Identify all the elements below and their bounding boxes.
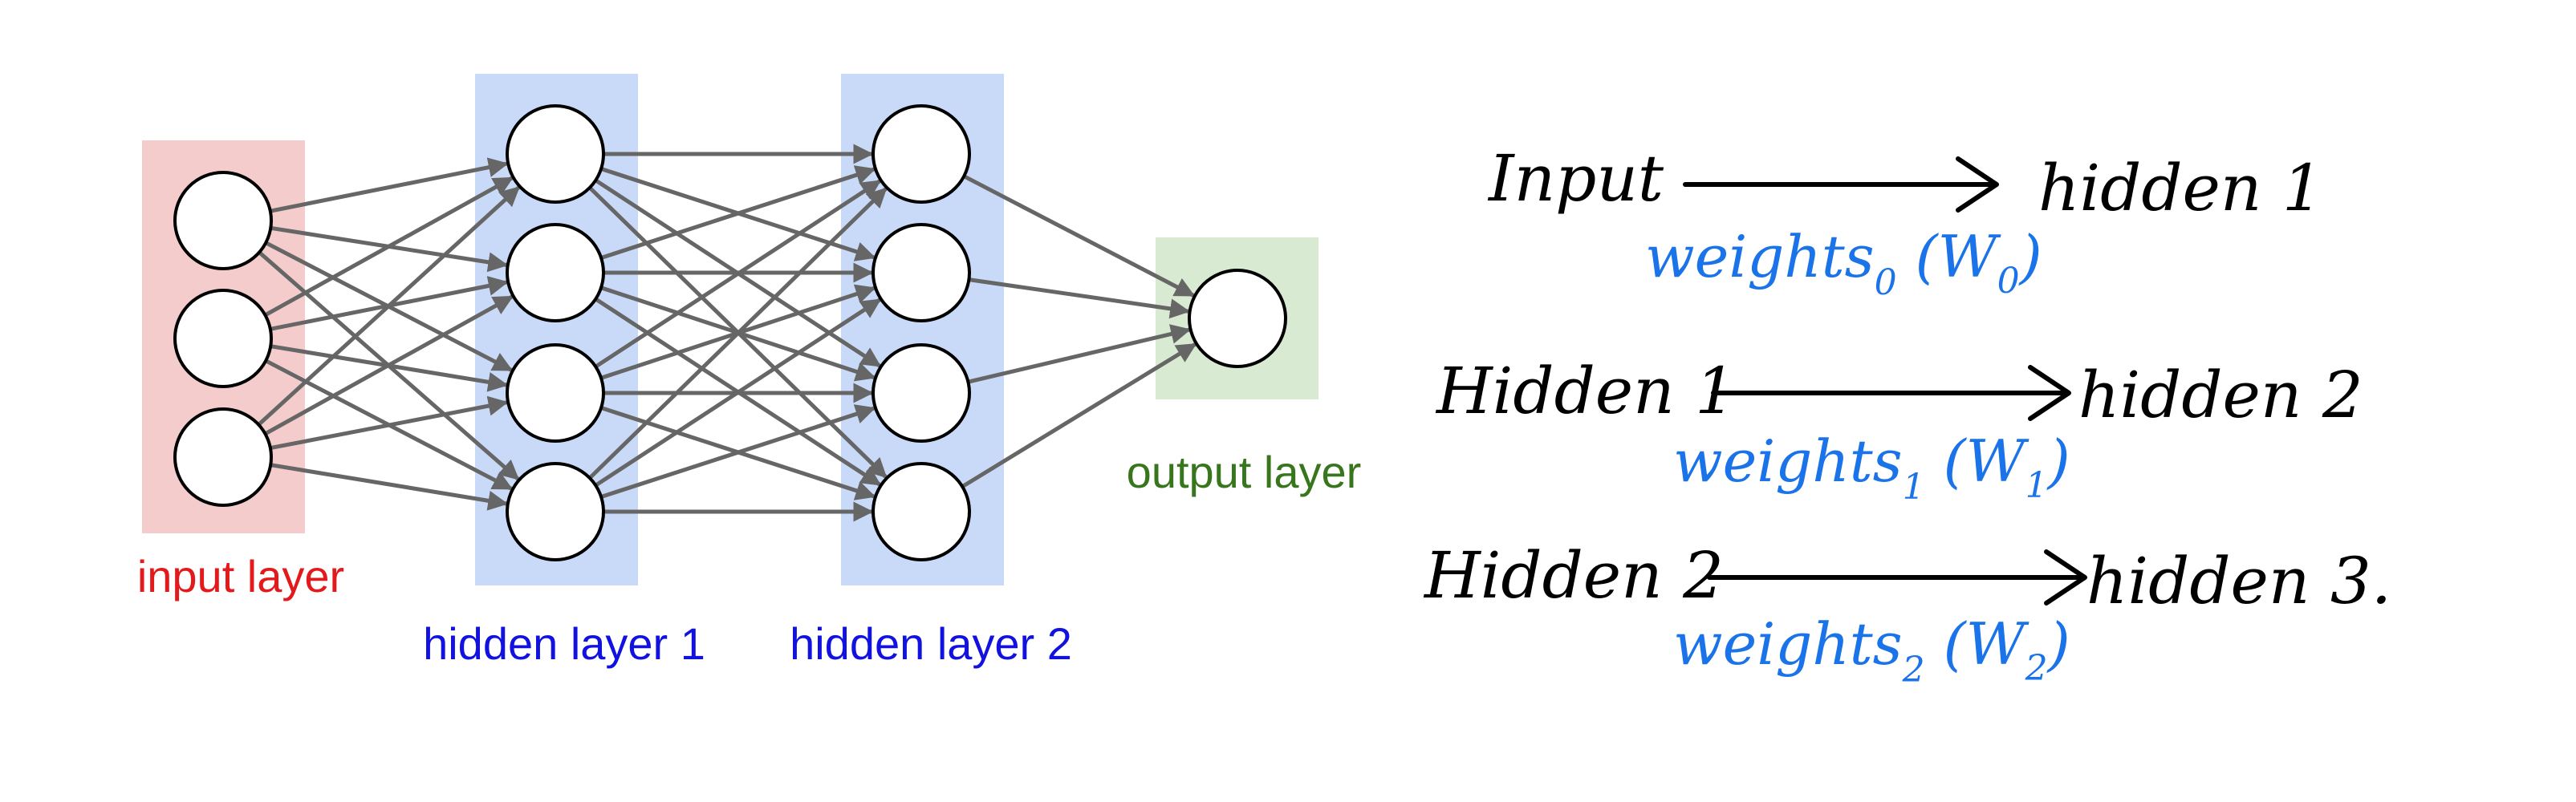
edge-hidden2-3-to-output-1 [967,324,1192,384]
edge-hidden2-2-to-output-1 [969,277,1191,319]
weights-notes: Input hidden 1 weights0 (W0) Hidden 1 hi… [1423,141,2391,691]
note-to-hidden1: hidden 1 [2038,151,2323,225]
edge-hidden1-2-to-hidden2-1 [600,165,876,260]
note-weights-1: weights1 (W1) [1673,427,2070,508]
note-weights-0: weights0 (W0) [1645,223,2042,303]
edge-input-3-to-hidden1-4 [270,463,509,511]
edge-hidden1-3-to-hidden2-1 [594,179,882,369]
edge-hidden1-4-to-hidden2-1 [588,187,888,480]
output-layer-label: output layer [1127,447,1362,497]
note-arrowhead-2 [2044,549,2087,606]
neuron-input-1 [173,171,273,270]
neurons [173,104,1287,561]
note-weights-2: weights2 (W2) [1673,610,2070,691]
note-row-input-to-hidden1: Input hidden 1 weights0 (W0) [1487,141,2323,303]
neuron-hidden2-4 [872,462,971,561]
neuron-input-3 [173,407,273,507]
neuron-hidden2-1 [872,104,971,204]
edge-input-3-to-hidden1-1 [257,185,521,427]
note-row-hidden1-to-hidden2: Hidden 1 hidden 2 weights1 (W1) [1435,354,2363,508]
edge-hidden2-1-to-output-1 [963,174,1196,298]
edge-input-1-to-hidden1-1 [270,157,509,213]
connections [257,144,1197,522]
edge-input-2-to-hidden1-1 [264,176,514,318]
neuron-hidden2-3 [872,343,971,443]
input-layer-label: input layer [137,551,344,602]
hidden-layer-1-label: hidden layer 1 [423,618,705,669]
note-row-hidden2-to-hidden3: Hidden 2 hidden 3. weights2 (W2) [1423,538,2391,691]
neuron-hidden1-2 [506,223,605,322]
note-from-input: Input [1487,141,1664,216]
note-from-hidden1: Hidden 1 [1435,354,1736,428]
edge-hidden1-4-to-hidden2-3 [600,404,876,499]
note-arrowhead-0 [1956,156,1999,213]
neuron-output-1 [1188,269,1287,368]
edge-hidden2-4-to-output-1 [961,342,1197,488]
neuron-hidden1-1 [506,104,605,204]
edge-input-3-to-hidden1-2 [264,294,514,436]
edge-hidden1-4-to-hidden2-2 [594,298,882,488]
note-from-hidden2: Hidden 2 [1423,538,1724,613]
note-to-hidden3: hidden 3. [2086,544,2391,618]
edge-input-3-to-hidden1-3 [270,395,509,451]
note-to-hidden2: hidden 2 [2078,358,2363,432]
neuron-hidden2-2 [872,223,971,322]
neuron-input-2 [173,289,273,388]
hidden-layer-2-label: hidden layer 2 [790,618,1072,669]
neuron-hidden1-3 [506,343,605,443]
note-arrowhead-1 [2028,365,2071,421]
neuron-hidden1-4 [506,462,605,561]
